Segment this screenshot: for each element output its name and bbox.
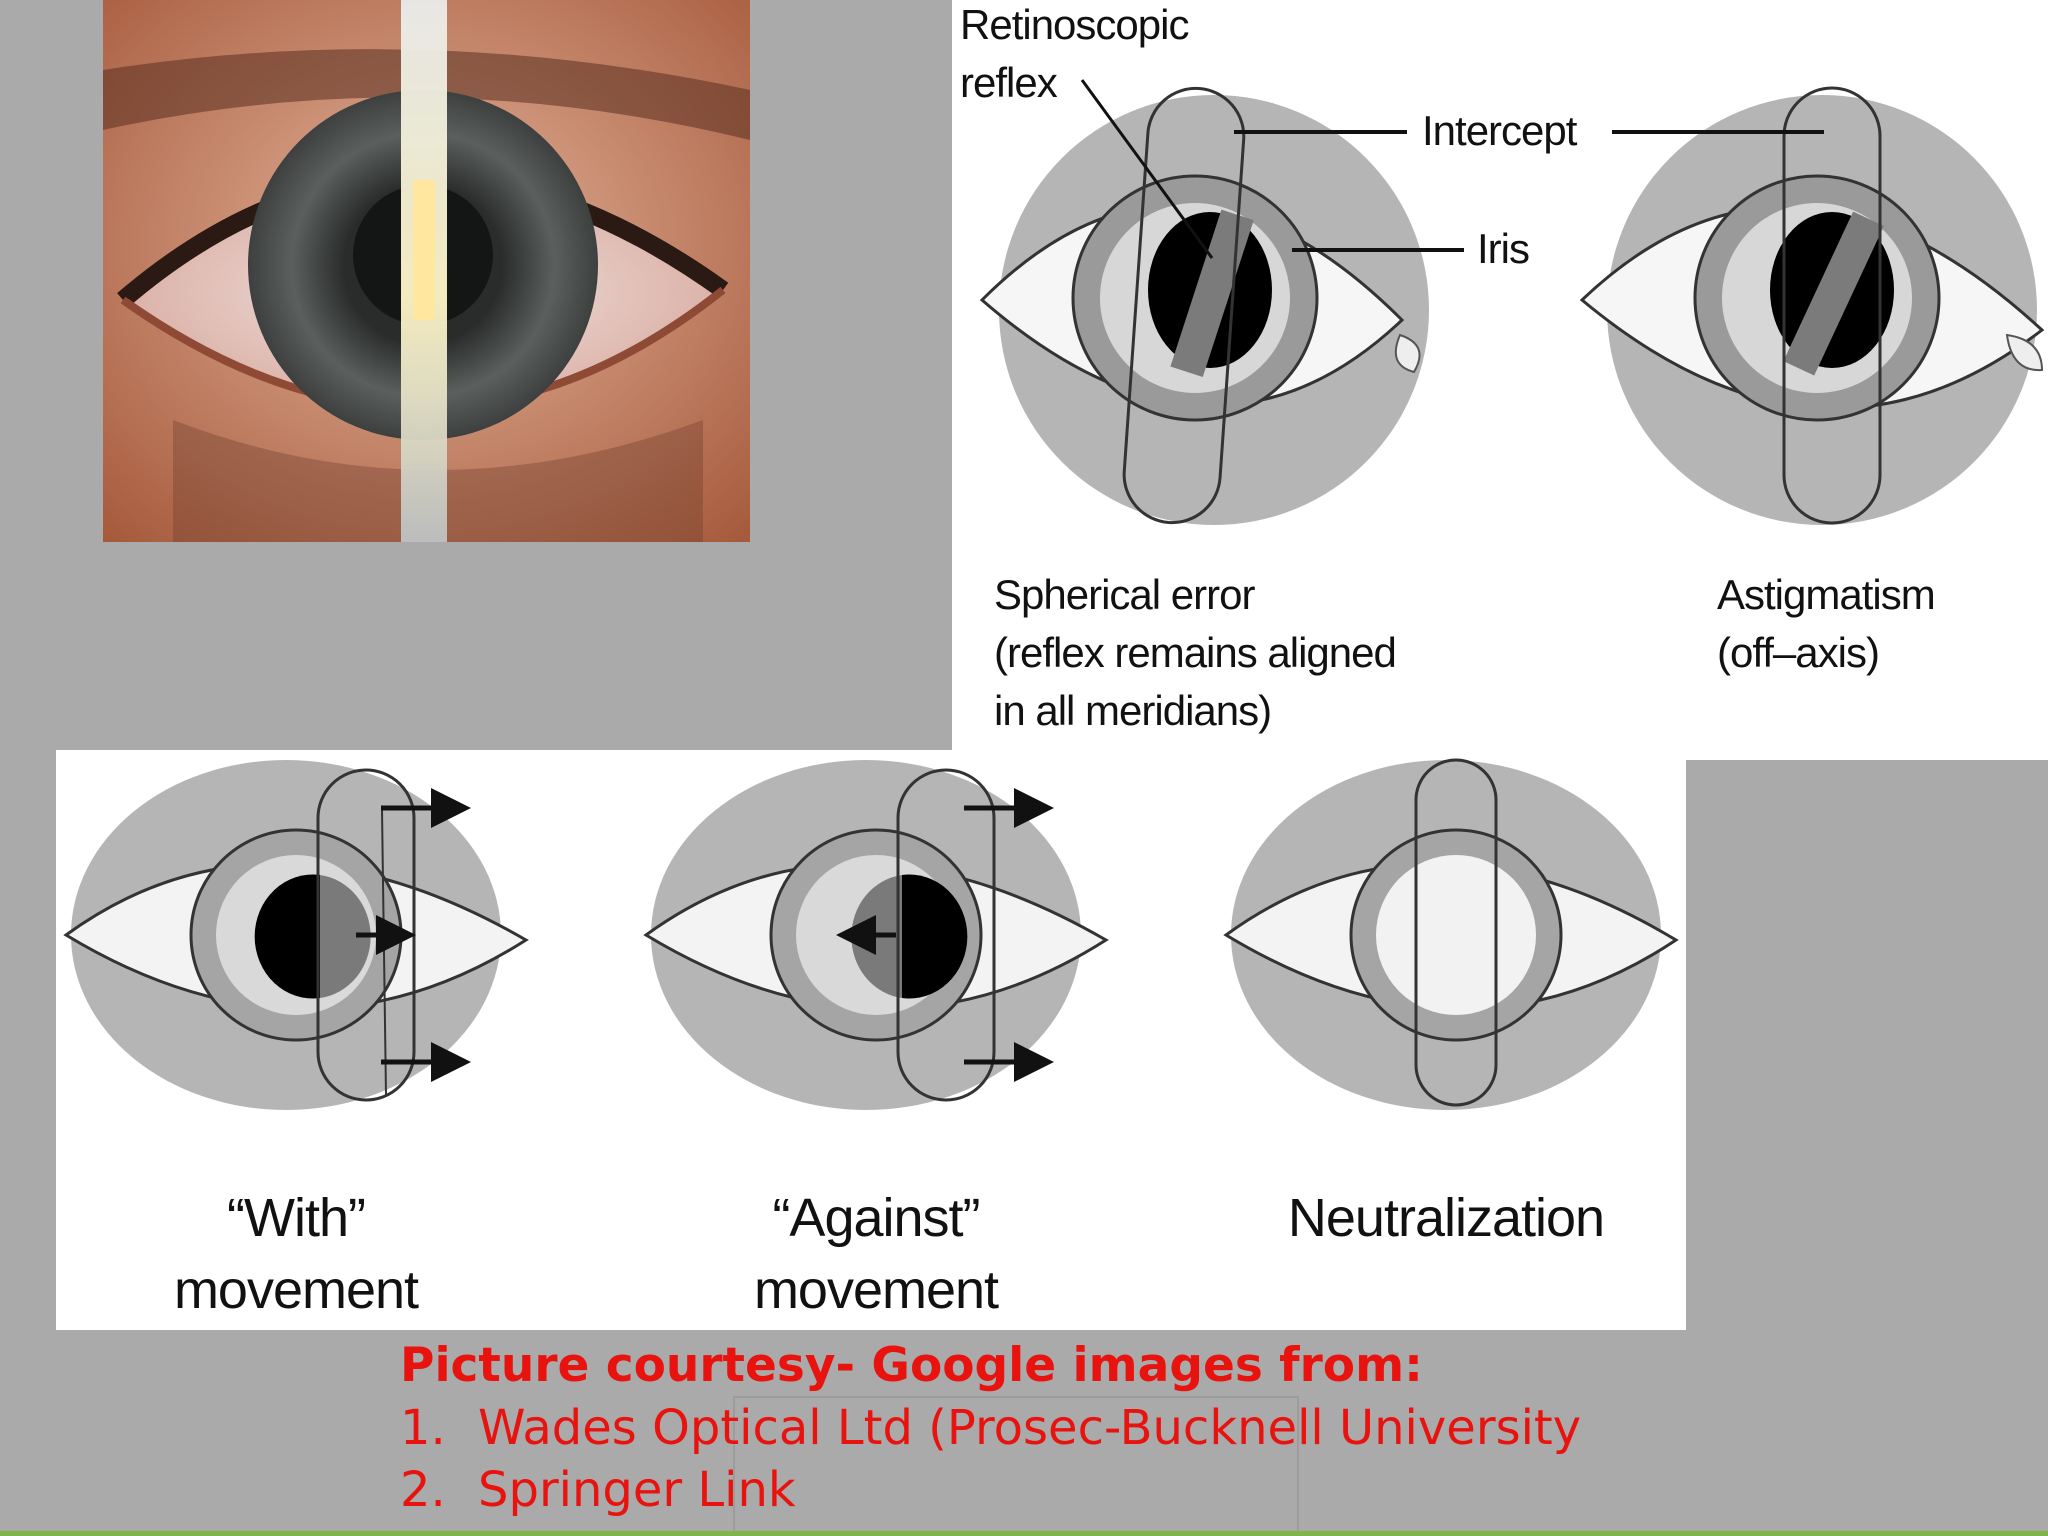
spherical-error-eye-illustration bbox=[979, 86, 1429, 525]
source-item: 1. Wades Optical Ltd (Prosec-Bucknell Un… bbox=[400, 1397, 1700, 1459]
eye-retinoscopy-photo bbox=[103, 0, 750, 542]
with-movement-label: “With” movement bbox=[173, 1188, 419, 1320]
astigmatism-label: Astigmatism (off–axis) bbox=[1717, 571, 1936, 676]
footer-placeholder-box bbox=[733, 1396, 1299, 1536]
iris-label: Iris bbox=[1477, 225, 1530, 272]
footer-accent-line bbox=[0, 1531, 2048, 1536]
retinoscopic-reflex-label: Retinoscopic reflex bbox=[960, 1, 1189, 106]
source-number: 1. bbox=[400, 1400, 446, 1456]
with-movement-eye-illustration bbox=[63, 760, 529, 1110]
movement-eyes-illustration bbox=[63, 758, 1679, 1110]
eye-photo-illustration bbox=[103, 0, 750, 542]
against-movement-label: “Against” movement bbox=[753, 1188, 999, 1320]
spherical-error-label: Spherical error (reflex remains aligned … bbox=[994, 571, 1397, 734]
source-text: Springer Link bbox=[478, 1462, 796, 1518]
caption-title: Picture courtesy- Google images from: bbox=[400, 1338, 1423, 1393]
source-text: Wades Optical Ltd (Prosec-Bucknell Unive… bbox=[478, 1400, 1582, 1456]
source-item: 2. Springer Link bbox=[400, 1459, 1700, 1521]
against-movement-eye-illustration bbox=[643, 760, 1109, 1110]
retinoscopic-reflex-diagram: Retinoscopic reflex Intercept Iris Spher… bbox=[952, 0, 2048, 760]
astigmatism-eye-illustration bbox=[1579, 86, 2045, 525]
source-number: 2. bbox=[400, 1462, 446, 1518]
neutralization-eye-illustration bbox=[1223, 758, 1679, 1110]
source-list: 1. Wades Optical Ltd (Prosec-Bucknell Un… bbox=[400, 1397, 1700, 1521]
eye-diagrams-illustration bbox=[979, 79, 2045, 525]
picture-courtesy-caption: Picture courtesy- Google images from: 1.… bbox=[400, 1335, 1700, 1521]
neutralization-label: Neutralization bbox=[1287, 1188, 1605, 1248]
intercept-label: Intercept bbox=[1422, 107, 1577, 154]
reflex-movement-diagram: “With” movement “Against” movement Neutr… bbox=[56, 750, 1686, 1330]
